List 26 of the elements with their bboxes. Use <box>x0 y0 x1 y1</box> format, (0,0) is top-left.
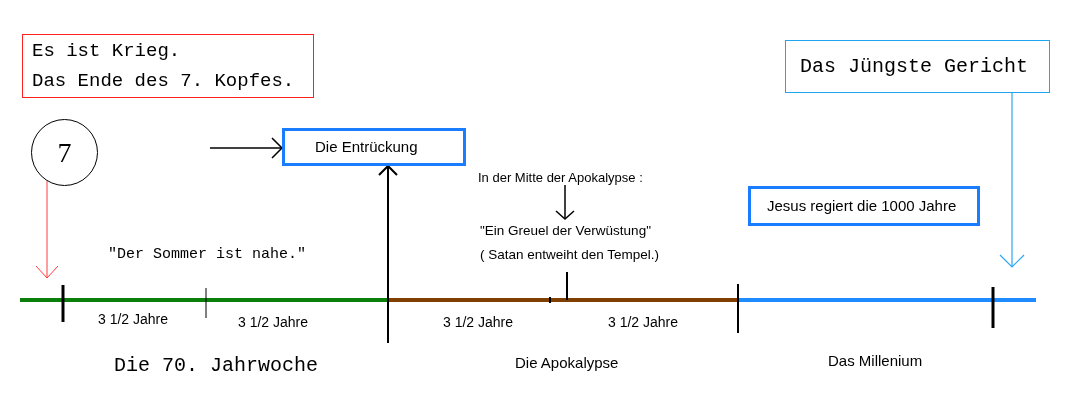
event-label: Das Jüngste Gericht <box>800 54 1029 79</box>
section-caption: Die 70. Jahrwoche <box>114 354 319 377</box>
arrow <box>378 165 398 344</box>
event-box <box>748 186 980 226</box>
arrow <box>35 180 59 279</box>
event-label: Die Entrückung <box>315 138 418 156</box>
section-caption: Das Millenium <box>828 352 923 370</box>
arrow <box>999 92 1025 268</box>
quote-text: "Ein Greuel der Verwüstung" <box>480 222 651 240</box>
duration-label: 3 1/2 Jahre <box>443 314 514 331</box>
arrow <box>209 137 283 159</box>
arrow <box>555 184 575 220</box>
annotation-text: In der Mitte der Apokalypse : <box>478 170 643 185</box>
note-text: Es ist Krieg. <box>32 39 181 64</box>
event-box <box>282 128 466 166</box>
duration-label: 3 1/2 Jahre <box>608 314 679 331</box>
note-text: Das Ende des 7. Kopfes. <box>32 69 295 94</box>
event-label: Jesus regiert die 1000 Jahre <box>767 197 957 215</box>
duration-label: 3 1/2 Jahre <box>238 314 309 331</box>
event-box <box>785 40 1050 93</box>
note-box <box>22 34 314 98</box>
quote-text: "Der Sommer ist nahe." <box>108 246 307 264</box>
number-label: 7 <box>57 136 72 169</box>
section-caption: Die Apokalypse <box>515 354 619 372</box>
duration-label: 3 1/2 Jahre <box>98 311 169 328</box>
note-text: ( Satan entweiht den Tempel.) <box>480 246 660 264</box>
